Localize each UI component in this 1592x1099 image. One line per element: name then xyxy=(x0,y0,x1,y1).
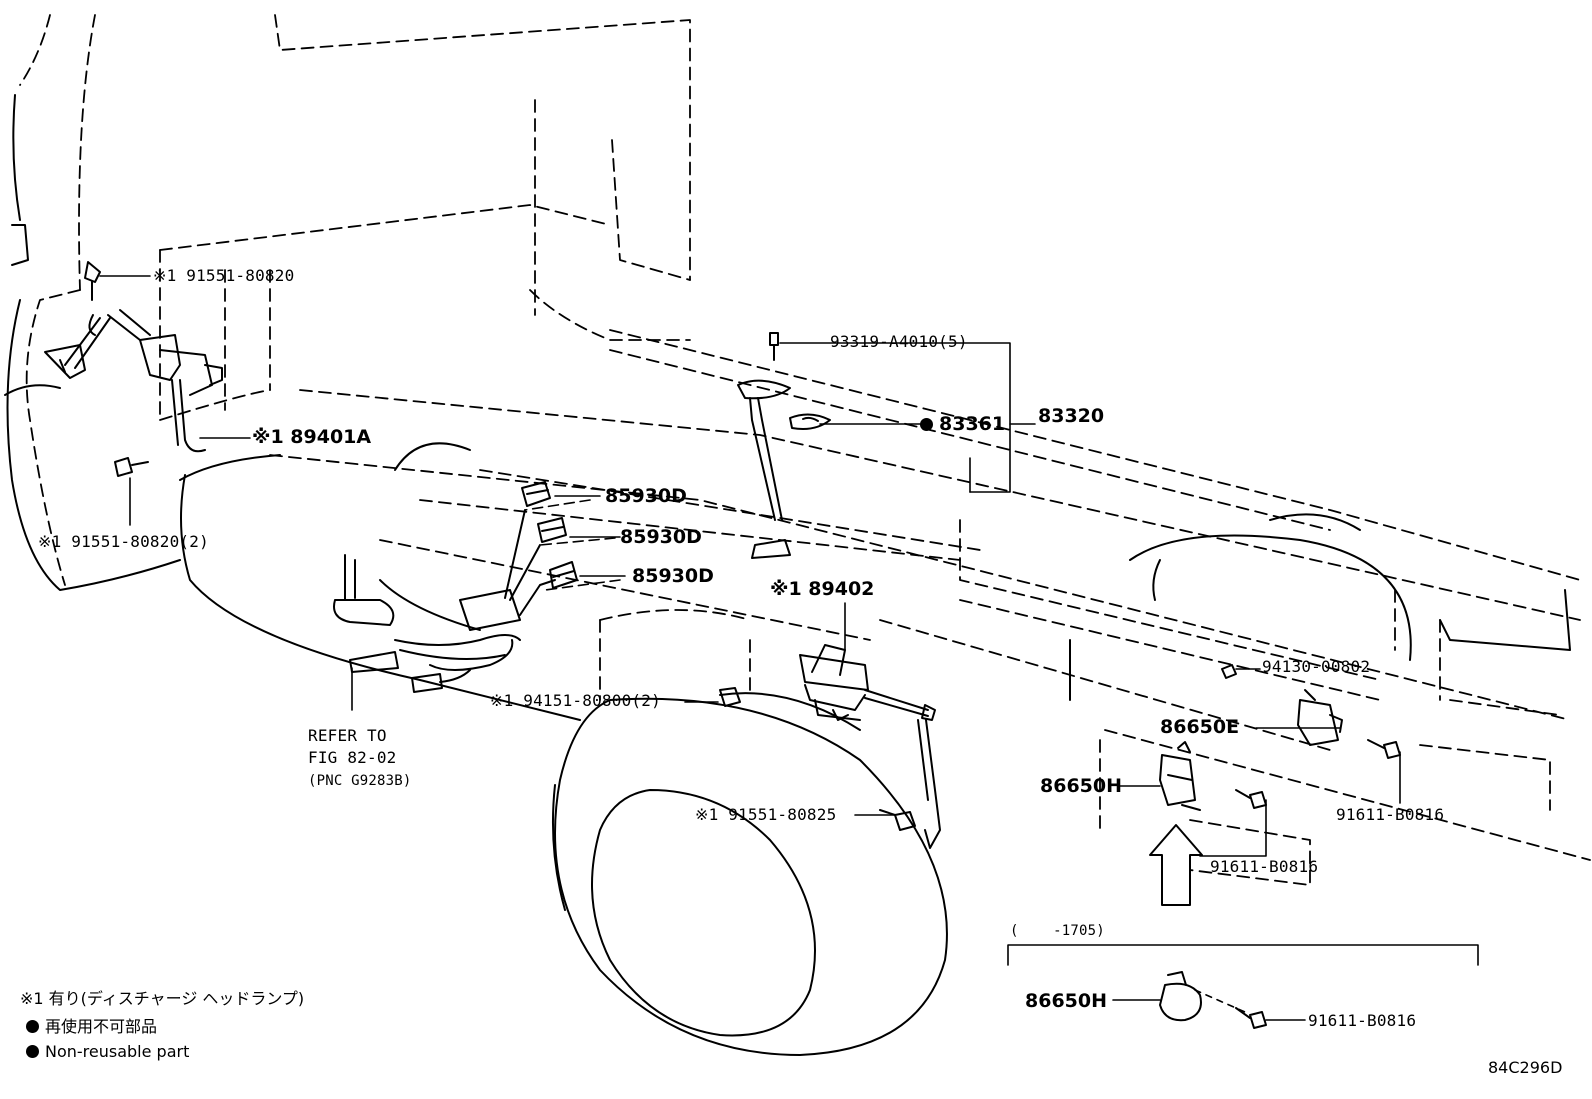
fuel-sender-83320 xyxy=(737,332,831,559)
legend-note-2-text: 再使用不可部品 xyxy=(45,1017,158,1036)
actuator-86650h xyxy=(1159,741,1201,811)
part-label: ※1 89401A xyxy=(252,426,372,448)
part-label: 91611-B0816 xyxy=(1308,1011,1417,1030)
rear-wheel xyxy=(1069,513,1571,701)
refer-note-line3: (PNC G9283B) xyxy=(308,773,412,789)
wire-harness xyxy=(333,509,556,693)
part-label: 86650E xyxy=(1160,716,1240,738)
part-label: ※1 91551-80825 xyxy=(695,805,837,824)
bullet-icon xyxy=(26,1045,39,1058)
leader-lines xyxy=(99,275,1401,1021)
part-label: 83320 xyxy=(1038,405,1105,427)
figure-id: 84C296D xyxy=(1488,1058,1563,1077)
part-label: 94130-00802 xyxy=(1262,657,1371,676)
legend-note-1: ※1 有り(ディスチャージ ヘッドランプ) xyxy=(20,989,305,1008)
connectors-85930d xyxy=(521,481,578,589)
period-label: ( -1705) xyxy=(1010,923,1105,939)
refer-note-line2: FIG 82-02 xyxy=(308,748,397,767)
part-label: 91611-B0816 xyxy=(1336,805,1445,824)
refer-note-line1: REFER TO xyxy=(308,726,387,745)
part-label: 93319-A4010(5) xyxy=(830,332,968,351)
part-label: 85930D xyxy=(632,565,714,587)
legend-note-2: 再使用不可部品 xyxy=(26,1016,157,1038)
part-label: 83361 xyxy=(920,413,1005,435)
part-label: ※1 91551-80820 xyxy=(153,266,295,285)
actuator-86650e xyxy=(1297,689,1343,746)
legend-note-3-text: Non-reusable part xyxy=(45,1042,190,1061)
front-wheel xyxy=(552,692,948,1056)
sensor-89402 xyxy=(799,644,941,849)
cab-solid xyxy=(4,94,181,591)
part-label: 91611-B0816 xyxy=(1210,857,1319,876)
part-label: ※1 89402 xyxy=(770,578,875,600)
frame-rails xyxy=(269,289,1591,886)
part-label: 85930D xyxy=(605,485,687,507)
legend-note-3: Non-reusable part xyxy=(26,1041,189,1063)
view-arrow xyxy=(1149,824,1203,906)
inset-bracket xyxy=(1007,944,1479,966)
inset-parts xyxy=(1159,971,1267,1029)
non-reusable-dot xyxy=(920,418,933,431)
part-label: 86650H xyxy=(1040,775,1123,797)
sensor-89401a xyxy=(44,261,223,477)
part-label: ※1 94151-80800(2) xyxy=(490,691,661,710)
part-label-text: 83361 xyxy=(939,413,1006,435)
part-label: 85930D xyxy=(620,526,702,548)
part-label: ※1 91551-80820(2) xyxy=(38,532,209,551)
fuel-tank xyxy=(179,442,581,721)
bullet-icon xyxy=(26,1020,39,1033)
part-label: 86650H xyxy=(1025,990,1108,1012)
cab-outline xyxy=(19,14,691,586)
